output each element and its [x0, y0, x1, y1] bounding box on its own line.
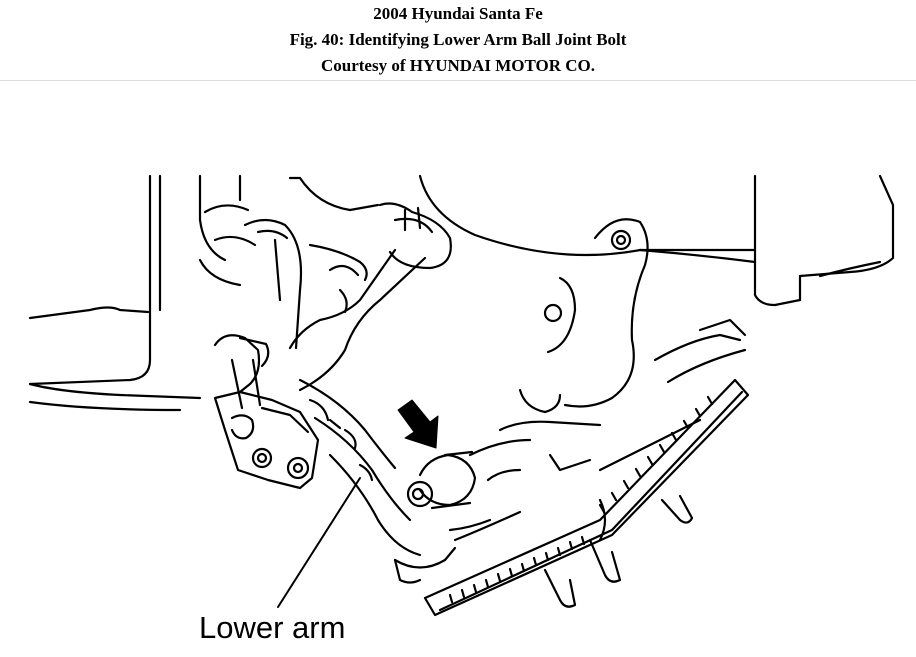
- lower-arm: [288, 248, 457, 584]
- body-panel-outline: [418, 174, 895, 307]
- header-divider: [0, 80, 916, 81]
- vehicle-title: 2004 Hyundai Santa Fe: [373, 4, 543, 23]
- ball-joint-bolt: [406, 450, 477, 510]
- indicator-arrow-icon: [397, 399, 439, 449]
- lower-arm-bracket: [213, 390, 320, 490]
- suspension-illustration: [28, 174, 895, 617]
- steering-knuckle: [448, 218, 649, 532]
- figure-title: Fig. 40: Identifying Lower Arm Ball Join…: [289, 30, 627, 49]
- subframe-outline: [28, 174, 242, 412]
- stabilizer-link: [203, 204, 303, 410]
- callout-leader-line: [277, 477, 361, 608]
- lower-arm-label: Lower arm: [199, 610, 346, 645]
- drive-shaft: [653, 318, 747, 384]
- courtesy-line: Courtesy of HYUNDAI MOTOR CO.: [320, 56, 596, 75]
- figure-caption: 2004 Hyundai Santa Fe Fig. 40: Identifyi…: [0, 0, 916, 80]
- crossmember-outline: [198, 176, 452, 314]
- brake-disc: [423, 378, 750, 617]
